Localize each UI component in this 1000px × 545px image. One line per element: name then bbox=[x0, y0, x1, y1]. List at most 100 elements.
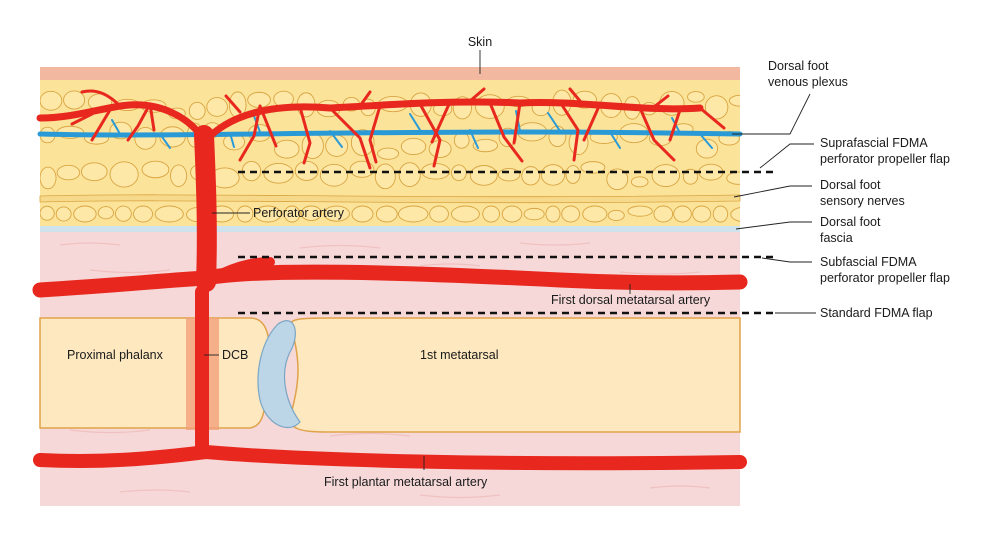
label-sensory-nerves-line1: Dorsal foot bbox=[820, 178, 881, 192]
label-skin: Skin bbox=[468, 35, 492, 49]
fat-globule bbox=[692, 205, 712, 223]
arterial-twig bbox=[568, 87, 582, 103]
label-sensory-nerves-line2: sensory nerves bbox=[820, 194, 905, 208]
arterial-twig bbox=[368, 104, 382, 164]
fat-globule bbox=[375, 205, 398, 223]
fat-globule bbox=[73, 205, 97, 223]
fat-globule bbox=[653, 205, 674, 223]
fat-globule bbox=[319, 163, 348, 187]
arterial-twig bbox=[358, 90, 372, 108]
fat-globule bbox=[236, 205, 254, 223]
fat-globule bbox=[540, 164, 566, 186]
label-fascia-line1: Dorsal foot bbox=[820, 215, 881, 229]
fat-globule bbox=[704, 95, 729, 120]
leader-lines bbox=[204, 50, 816, 470]
fat-globule bbox=[374, 163, 396, 190]
label-standard-flap: Standard FDMA flap bbox=[820, 306, 933, 320]
perforator-artery bbox=[194, 125, 217, 292]
fat-globule bbox=[482, 205, 500, 223]
fat-globule bbox=[469, 165, 498, 186]
fat-globule bbox=[730, 207, 740, 222]
arterial-twig bbox=[648, 94, 670, 112]
arterial-twig bbox=[668, 108, 682, 142]
fat-globule bbox=[351, 205, 374, 223]
fat-globules bbox=[40, 89, 740, 223]
label-proximal-phalanx: Proximal phalanx bbox=[67, 348, 164, 362]
fascia-layer bbox=[40, 226, 740, 232]
fat-globule bbox=[548, 125, 567, 148]
proximal-phalanx-bone bbox=[39, 317, 271, 429]
fat-globule bbox=[695, 138, 719, 159]
fat-globule bbox=[206, 97, 228, 117]
arterial-twig bbox=[70, 112, 94, 126]
arterial-twig bbox=[328, 106, 372, 170]
fat-globule bbox=[472, 138, 499, 153]
arterial-network bbox=[32, 89, 748, 471]
fat-globule bbox=[109, 161, 139, 188]
arterial-twig bbox=[418, 102, 442, 168]
label-suprafascial-line1: Suprafascial FDMA bbox=[820, 136, 928, 150]
fat-globule bbox=[274, 139, 300, 159]
fat-globule bbox=[501, 205, 523, 223]
fat-globule bbox=[170, 164, 188, 187]
label-venous-plexus-line1: Dorsal foot bbox=[768, 59, 829, 73]
arterial-twig bbox=[148, 102, 156, 132]
fat-globule bbox=[561, 205, 581, 223]
fat-globule bbox=[687, 91, 705, 103]
fat-globule bbox=[627, 205, 653, 217]
fat-globule bbox=[398, 162, 421, 187]
arterial-twig bbox=[238, 104, 262, 162]
fat-globule bbox=[429, 205, 449, 223]
fat-globule bbox=[80, 162, 108, 182]
fat-globule bbox=[451, 205, 480, 223]
articular-cartilage bbox=[257, 320, 301, 429]
fat-globule bbox=[582, 205, 608, 223]
fat-globule bbox=[523, 207, 545, 221]
arterial-twig bbox=[488, 101, 524, 163]
fat-globule bbox=[55, 206, 72, 222]
first-metatarsal-bone bbox=[289, 317, 741, 433]
fat-globule bbox=[56, 164, 81, 181]
fat-globule bbox=[40, 166, 57, 190]
fat-globule bbox=[398, 205, 429, 223]
arterial-twig bbox=[90, 108, 112, 142]
label-suprafascial-line2: perforator propeller flap bbox=[820, 152, 950, 166]
fat-globule bbox=[40, 90, 63, 111]
fat-globule bbox=[545, 205, 561, 223]
label-dcb: DCB bbox=[222, 348, 248, 362]
label-perforator-artery: Perforator artery bbox=[253, 206, 345, 220]
fat-globule bbox=[498, 167, 521, 182]
fat-globule bbox=[651, 164, 681, 188]
fat-globule bbox=[323, 205, 350, 222]
label-first-metatarsal: 1st metatarsal bbox=[420, 348, 499, 362]
fat-globule bbox=[40, 205, 55, 221]
fat-globule bbox=[188, 101, 206, 120]
fat-globule bbox=[154, 205, 184, 223]
arterial-twig bbox=[468, 87, 486, 103]
arterial-twig bbox=[298, 105, 312, 165]
arterial-twig bbox=[512, 101, 522, 145]
first-plantar-metatarsal-artery bbox=[33, 444, 747, 471]
arterial-twig bbox=[638, 106, 676, 162]
arterial-twig bbox=[558, 100, 580, 162]
label-subfascial-line2: perforator propeller flap bbox=[820, 271, 950, 285]
fat-globule bbox=[712, 205, 729, 223]
fat-globule bbox=[400, 137, 427, 156]
label-first-dorsal-metatarsal-artery: First dorsal metatarsal artery bbox=[551, 293, 711, 307]
label-venous-plexus-line2: venous plexus bbox=[768, 75, 848, 89]
fat-globule bbox=[453, 131, 470, 149]
label-subfascial-line1: Subfascial FDMA bbox=[820, 255, 917, 269]
label-fascia-line2: fascia bbox=[820, 231, 853, 245]
first-dorsal-metatarsal-artery bbox=[32, 264, 748, 298]
fat-globule bbox=[300, 205, 322, 221]
arterial-twig bbox=[126, 102, 152, 142]
fat-globule bbox=[254, 205, 282, 223]
fat-globule bbox=[294, 160, 319, 181]
fat-globule bbox=[565, 165, 581, 184]
fat-globule bbox=[606, 168, 629, 191]
arterial-twig bbox=[224, 94, 242, 114]
fat-globule bbox=[63, 90, 86, 110]
fat-globule bbox=[607, 209, 625, 221]
fat-globule bbox=[97, 206, 114, 220]
